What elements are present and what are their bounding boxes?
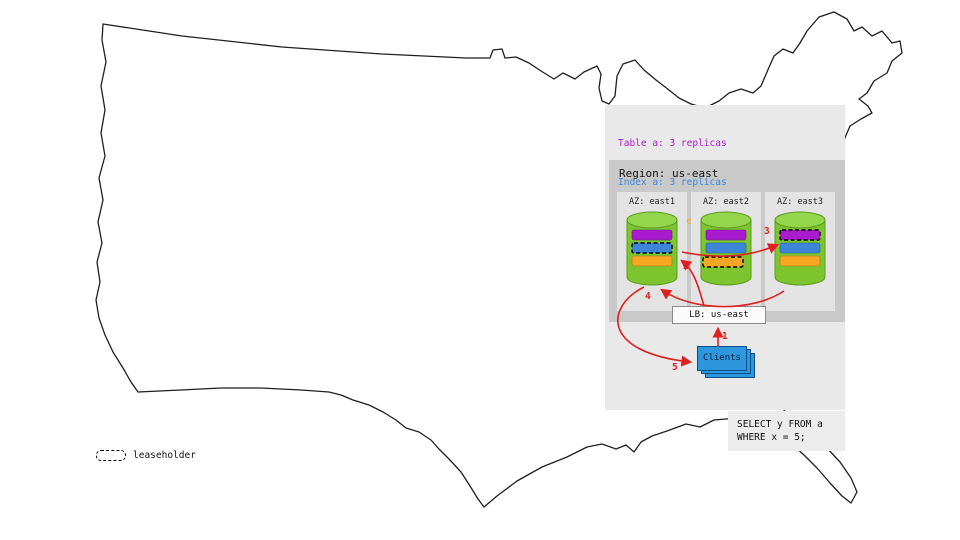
db-cylinder-east2 [700, 211, 752, 286]
az-box-east3: AZ: east3 [765, 192, 835, 311]
sql-line2: WHERE x = 5; [737, 432, 806, 443]
step-label-4: 4 [645, 291, 651, 302]
leaseholder-legend-label: leaseholder [133, 450, 196, 461]
replica-table-b-leaseholder [702, 256, 744, 268]
az-east1-label: AZ: east1 [628, 197, 676, 207]
az-east3-label: AZ: east3 [776, 197, 824, 207]
az-east2-label: AZ: east2 [702, 197, 750, 207]
sql-line1: SELECT y FROM a [737, 419, 823, 430]
region-title: Region: us-east [619, 167, 719, 180]
load-balancer-box: LB: us-east [672, 306, 766, 324]
step-label-5: 5 [672, 362, 678, 373]
az-box-east1: AZ: east1 [617, 192, 687, 311]
replica-table-a [705, 229, 747, 241]
replica-table-b [779, 255, 821, 267]
sql-query-box: SELECT y FROM a WHERE x = 5; [728, 411, 845, 451]
db-cylinder-east3 [774, 211, 826, 286]
replica-table-b [631, 255, 673, 267]
legend-table-a: Table a: 3 replicas [618, 138, 727, 149]
clients-box: Clients [697, 346, 747, 371]
az-box-east2: AZ: east2 [691, 192, 761, 311]
leaseholder-legend-swatch [96, 450, 126, 461]
step-label-3: 3 [764, 226, 770, 237]
replica-index-a-leaseholder [631, 242, 673, 254]
replica-table-a-leaseholder [779, 229, 821, 241]
replica-index-a [705, 242, 747, 254]
step-label-1: 1 [722, 331, 728, 342]
replica-index-a [779, 242, 821, 254]
db-cylinder-east1 [626, 211, 678, 286]
legend-index-a: Index a: 3 replicas [618, 177, 727, 188]
replica-table-a [631, 229, 673, 241]
step-label-2: 2 [683, 261, 689, 272]
